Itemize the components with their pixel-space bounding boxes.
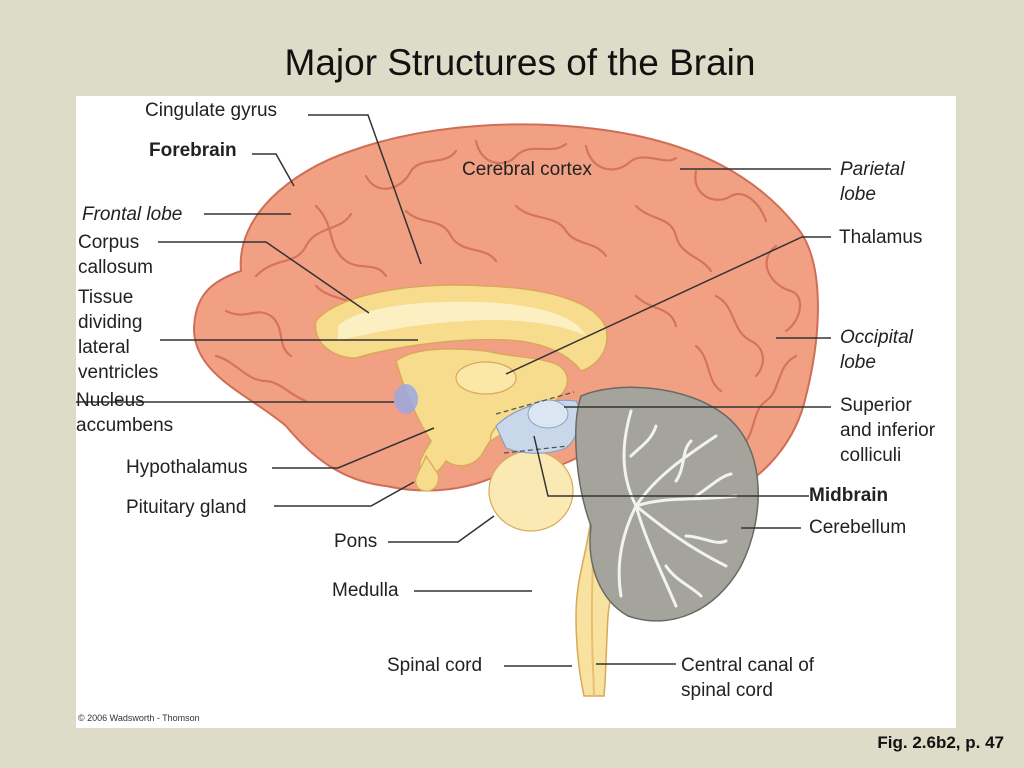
label-nucleus-accumbens: Nucleus accumbens: [76, 390, 174, 436]
label-cerebellum: Cerebellum: [809, 517, 907, 538]
label-cingulate-gyrus: Cingulate gyrus: [145, 100, 278, 121]
corpus-callosum-shape: [314, 284, 608, 372]
pituitary-shape: [415, 454, 440, 492]
label-midbrain: Midbrain: [809, 485, 889, 506]
label-central-canal: Central canal of spinal cord: [681, 655, 815, 701]
label-occipital-lobe: Occipital lobe: [840, 327, 913, 373]
label-hypothalamus: Hypothalamus: [126, 457, 248, 478]
label-thalamus: Thalamus: [839, 227, 923, 248]
label-pons: Pons: [334, 531, 378, 552]
slide-title: Major Structures of the Brain: [284, 42, 756, 83]
label-corpus-callosum: Corpus callosum: [78, 232, 153, 278]
label-forebrain: Forebrain: [149, 140, 237, 161]
label-spinal-cord: Spinal cord: [387, 655, 483, 676]
thalamus-shape: [455, 361, 517, 395]
pons-shape: [488, 450, 574, 532]
figure-reference: Fig. 2.6b2, p. 47: [877, 733, 1004, 752]
label-pituitary-gland: Pituitary gland: [126, 497, 247, 518]
label-frontal-lobe: Frontal lobe: [82, 204, 183, 225]
label-colliculi: Superior and inferior colliculi: [840, 395, 936, 466]
brain-diagram: [76, 114, 831, 697]
label-parietal-lobe: Parietal lobe: [840, 159, 905, 205]
brain-figure-panel: Cingulate gyrus Forebrain Cerebral corte…: [76, 96, 956, 728]
label-cerebral-cortex: Cerebral cortex: [462, 159, 592, 180]
label-medulla: Medulla: [332, 580, 399, 601]
nucleus-accumbens-shape: [394, 384, 418, 414]
ventricle-shape: [338, 301, 586, 341]
cerebellum-shape: [575, 386, 759, 622]
copyright-text: © 2006 Wadsworth - Thomson: [78, 713, 200, 723]
leader-lines: [76, 114, 831, 667]
colliculi-shape: [527, 399, 569, 429]
gyri-texture: [214, 139, 802, 448]
label-tissue-dividing-lateral-ventricles: Tissue dividing lateral ventricles: [78, 287, 159, 383]
